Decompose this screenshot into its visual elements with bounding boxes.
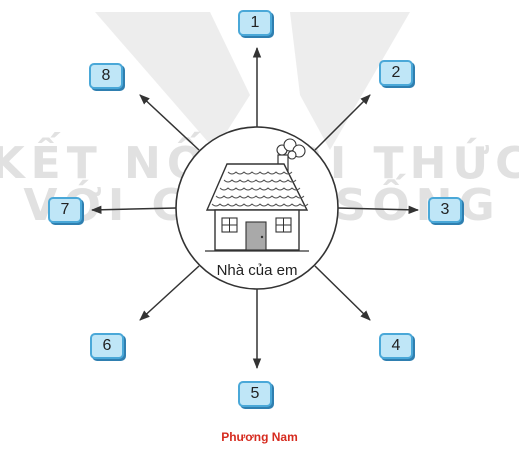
- caption: Phương Nam: [221, 430, 298, 444]
- arrow-2: [314, 94, 371, 151]
- house-icon: [205, 138, 309, 252]
- direction-box-4: 4: [379, 333, 413, 359]
- center-label: Nhà của em: [217, 262, 298, 279]
- direction-box-5: 5: [238, 381, 272, 407]
- direction-box-7: 7: [48, 197, 82, 223]
- direction-box-1: 1: [238, 10, 272, 36]
- direction-box-3: 3: [428, 197, 462, 223]
- arrow-8: [139, 94, 200, 151]
- arrow-7: [90, 205, 177, 214]
- arrow-6: [139, 265, 200, 321]
- direction-box-6: 6: [90, 333, 124, 359]
- direction-box-2: 2: [379, 60, 413, 86]
- arrow-4: [314, 265, 371, 321]
- direction-box-8: 8: [89, 63, 123, 89]
- arrows: [90, 46, 420, 370]
- arrow-3: [337, 205, 420, 214]
